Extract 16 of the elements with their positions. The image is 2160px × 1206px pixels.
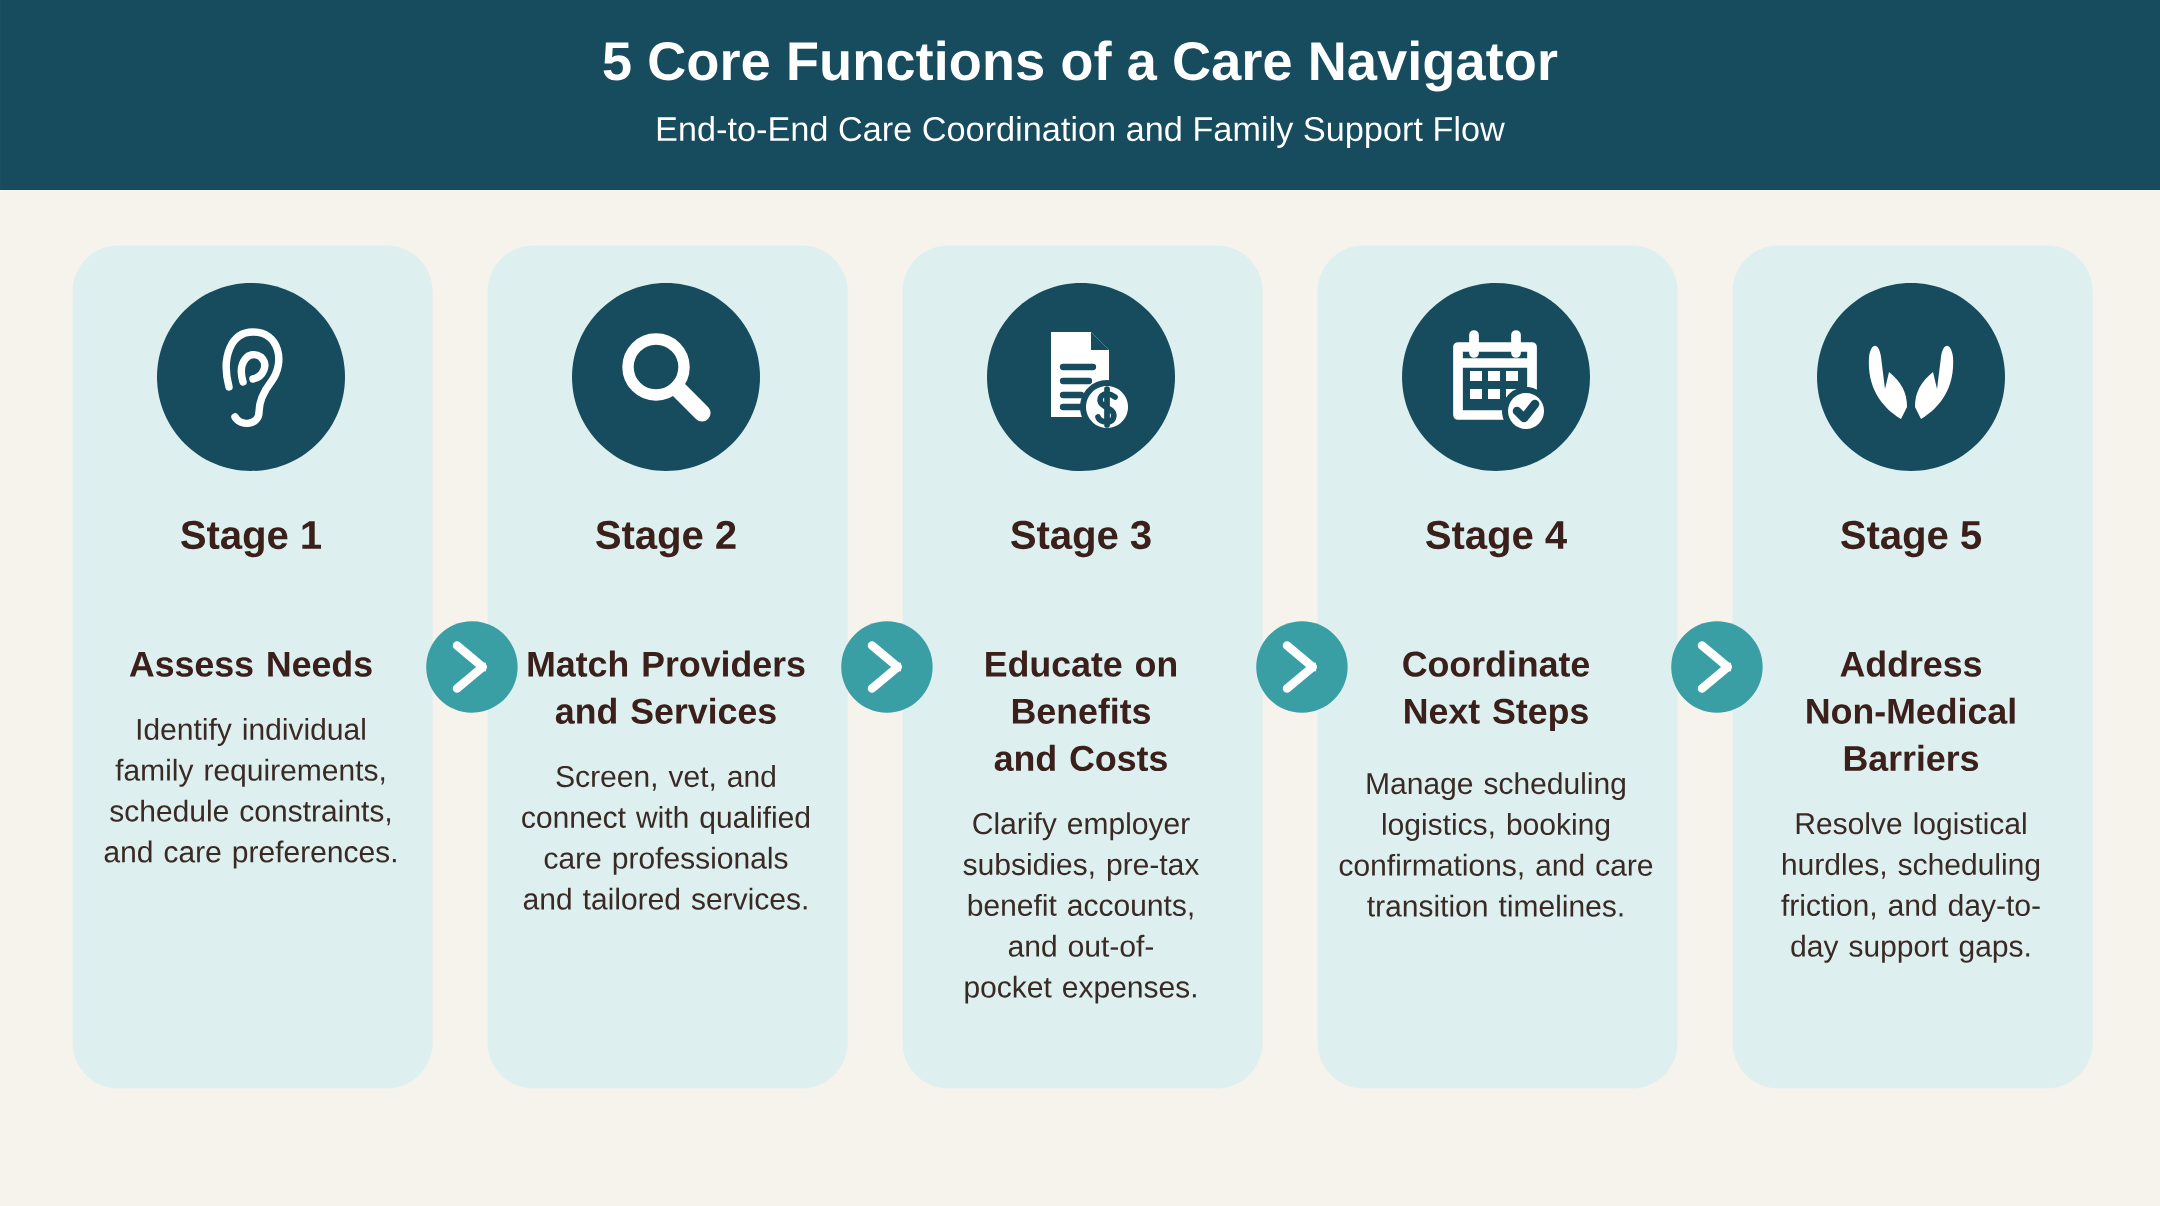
chevron-arrow	[426, 621, 518, 713]
stage-heading: Educate on Benefits and Costs	[986, 650, 1176, 772]
stage-description: Clarify employer subsidies, pre-tax benefit accounts, and out-of-pocket expenses.	[963, 812, 1199, 1004]
title: 5 Core Functions of a Care Navigator	[603, 40, 1558, 92]
stage-heading: Coordinate Next Steps	[1403, 650, 1590, 731]
stage-description: Resolve logistical hurdles, scheduling friction, and day-to-day support gaps.	[1781, 812, 2040, 963]
stage-description: Identify individual family requirements, schedule constraints, and care preferences.	[104, 717, 396, 869]
chevron-arrow	[1671, 621, 1763, 713]
stage-heading: Address Non-Medical Barriers	[1807, 650, 2015, 772]
stage-description: Screen, vet, and connect with qualified care professionals and tailored services.	[522, 765, 810, 910]
chevron-arrow	[1256, 621, 1348, 713]
stage-description: Manage scheduling logistics, booking confirmations, and care transition timelines.	[1339, 772, 1653, 917]
stage-heading: Assess Needs	[129, 650, 372, 677]
stage-heading: Match Providers and Services	[528, 650, 805, 724]
chevron-arrow	[841, 621, 933, 713]
subtitle: End-to-End Care Coordination and Family Support Flow	[657, 116, 1505, 148]
